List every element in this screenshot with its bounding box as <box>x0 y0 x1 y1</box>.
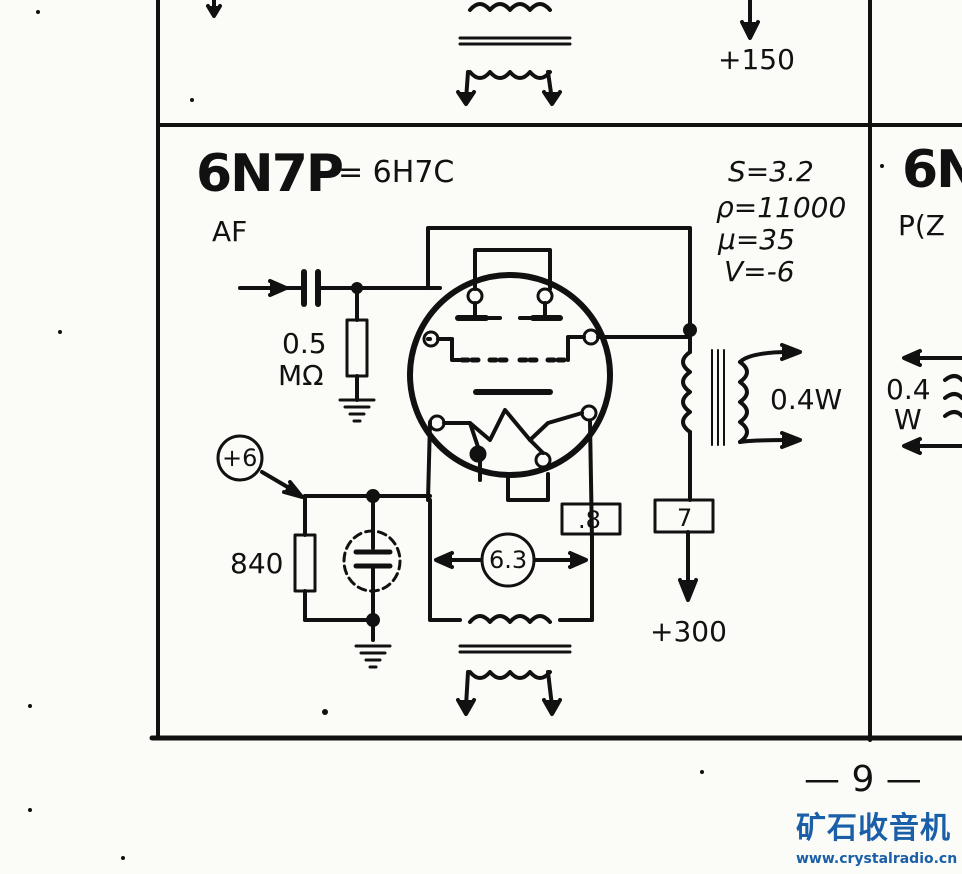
cathode-resistor <box>293 533 317 593</box>
bias-circle <box>216 434 264 482</box>
plate-current-box <box>653 498 715 534</box>
param-rho: ρ=11000 <box>716 191 847 224</box>
top-supply-label: +150 <box>718 43 795 76</box>
cathode-current: .8 <box>578 506 601 534</box>
bias-voltage: +6 <box>222 444 258 472</box>
grid-resistor <box>345 318 369 378</box>
top-supply-arrow <box>740 20 760 40</box>
grid-resistor-unit: MΩ <box>278 359 324 392</box>
tube-title: 6N7P <box>196 144 344 204</box>
output-transformer-primary <box>681 350 692 434</box>
right-subtitle: P(Z <box>898 209 945 242</box>
heater-transformer-secondary <box>468 670 552 680</box>
page-number: — 9 — <box>804 759 922 800</box>
output-transformer-secondary <box>738 360 749 444</box>
plate-supply: +300 <box>650 615 727 648</box>
application-label: AF <box>212 215 248 248</box>
cathode-resistor-value: 840 <box>230 547 284 580</box>
right-power-value: 0.4 <box>886 373 931 406</box>
heater-voltage-circle <box>480 532 536 588</box>
heater-transformer-primary <box>468 614 552 624</box>
param-v: V=-6 <box>724 255 795 288</box>
heater-voltage: 6.3 <box>489 546 528 574</box>
param-s: S=3.2 <box>728 155 814 188</box>
watermark-url: www.crystalradio.cn <box>796 851 958 867</box>
plate-current: 7 <box>677 504 693 532</box>
tube-envelope <box>407 272 613 478</box>
watermark-logo: 矿石收音机 <box>796 811 951 846</box>
output-power: 0.4W <box>770 383 843 416</box>
param-mu: μ=35 <box>718 223 795 256</box>
tube-equivalent: = 6H7C <box>338 155 455 190</box>
right-power-unit: W <box>894 403 922 436</box>
grid-resistor-value: 0.5 <box>282 327 327 360</box>
top-transformer-secondary <box>468 70 552 80</box>
top-transformer-primary <box>468 2 552 12</box>
right-tube-title: 6N <box>902 140 962 200</box>
